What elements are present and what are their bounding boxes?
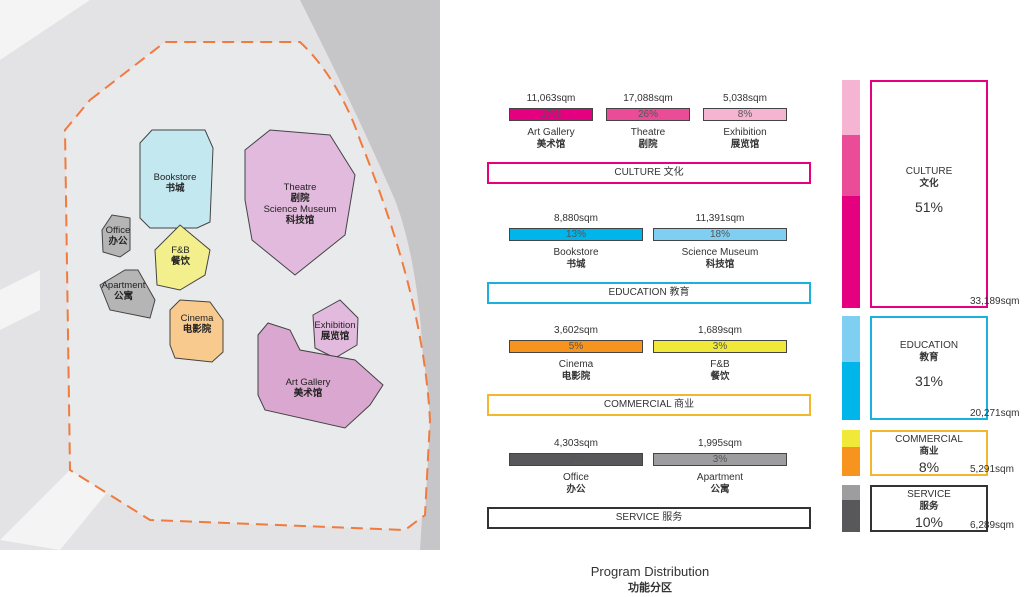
item-area: 1,995sqm	[698, 438, 742, 449]
stack-segment	[842, 80, 860, 135]
category-box: EDUCATION 教育	[487, 282, 811, 304]
item-bar: 17%	[509, 108, 593, 121]
apartment-building	[99, 269, 156, 319]
item-area: 8,880sqm	[554, 213, 598, 224]
office-building	[101, 214, 131, 258]
stack-segment	[842, 316, 860, 362]
stack-segment	[842, 196, 860, 308]
site-plan-map	[0, 0, 440, 550]
item-bar: 5%	[509, 340, 643, 353]
item-bar: 8%	[703, 108, 787, 121]
stack-segment	[842, 430, 860, 447]
exhibition-building	[312, 299, 359, 359]
cinema-building	[169, 299, 224, 363]
item-area: 17,088sqm	[623, 93, 673, 104]
item-bar: 3%	[653, 340, 787, 353]
summary-area: 20,271sqm	[970, 408, 1020, 419]
item-bar: 7%	[509, 453, 643, 466]
item-bar: 13%	[509, 228, 643, 241]
art-gallery-building	[257, 322, 384, 429]
summary-area: 6,289sqm	[970, 520, 1014, 531]
stack-segment	[842, 447, 860, 476]
item-bar: 18%	[653, 228, 787, 241]
category-box: COMMERCIAL 商业	[487, 394, 811, 416]
item-bar: 26%	[606, 108, 690, 121]
item-bar: 3%	[653, 453, 787, 466]
summary-area: 5,291sqm	[970, 464, 1014, 475]
category-box: SERVICE 服务	[487, 507, 811, 529]
stack-segment	[842, 135, 860, 196]
summary-area: 33,189sqm	[970, 296, 1020, 307]
item-area: 11,391sqm	[695, 213, 745, 224]
category-box: CULTURE 文化	[487, 162, 811, 184]
stack-segment	[842, 362, 860, 420]
bookstore-building	[139, 129, 214, 229]
item-area: 3,602sqm	[554, 325, 598, 336]
item-area: 1,689sqm	[698, 325, 742, 336]
item-area: 5,038sqm	[723, 93, 767, 104]
fnb-building	[154, 224, 211, 291]
stack-segment	[842, 500, 860, 532]
item-area: 11,063sqm	[526, 93, 576, 104]
theatre-building	[244, 129, 356, 276]
item-area: 4,303sqm	[554, 438, 598, 449]
stack-segment	[842, 485, 860, 500]
